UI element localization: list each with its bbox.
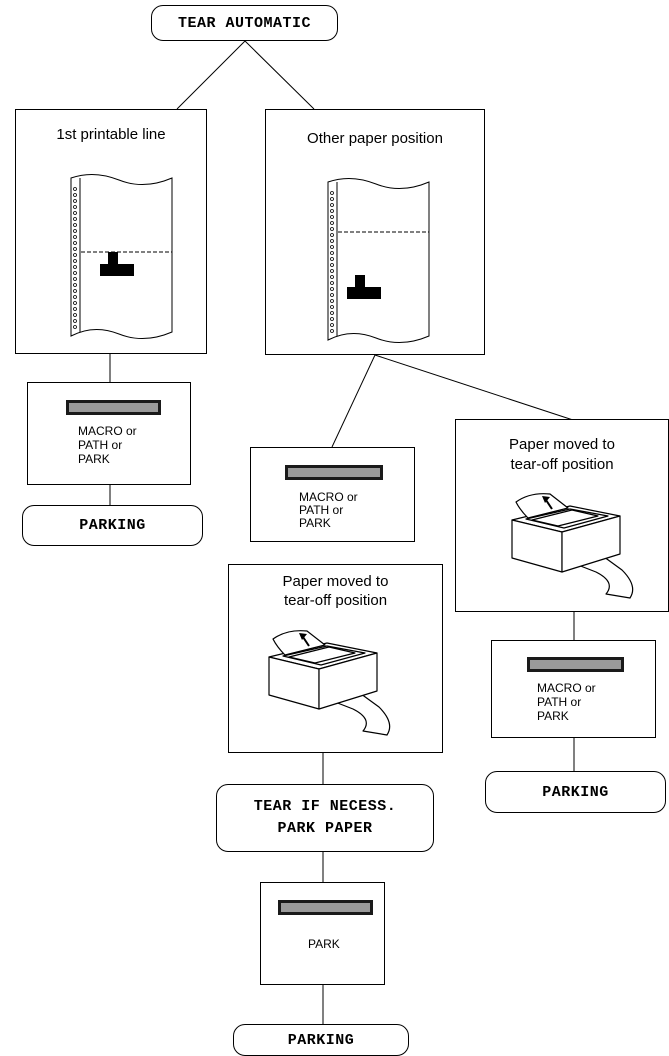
menu-line-1: MACRO or	[537, 681, 596, 695]
menu-line-park: PARK	[308, 937, 340, 951]
arrow-up-icon	[299, 633, 310, 647]
connector-top-right	[244, 40, 315, 110]
menu-line-2: PATH or	[537, 695, 582, 709]
left-parking-label: PARKING	[22, 505, 203, 546]
tear-park-paper-label: TEAR IF NECESS. PARK PAPER	[216, 784, 434, 852]
arrow-up-icon	[542, 496, 553, 510]
panel-button-icon	[527, 657, 624, 672]
panel-heading-line-2: tear-off position	[510, 456, 614, 473]
far-right-menu-panel: MACRO or PATH or PARK	[491, 640, 656, 738]
menu-line-2: PATH or	[78, 438, 123, 452]
park-menu-panel: PARK	[260, 882, 385, 985]
far-right-tear-off-panel: Paper moved to tear-off position	[455, 419, 669, 612]
tear-automatic-label: TEAR AUTOMATIC	[151, 5, 338, 41]
panel-button-icon	[285, 465, 383, 480]
far-right-parking-label: PARKING	[485, 771, 666, 813]
connector-top-left	[176, 40, 246, 110]
panel-heading-line-2: tear-off position	[283, 592, 388, 609]
action-line-2: PARK PAPER	[277, 820, 373, 837]
other-paper-position-panel: Other paper position	[265, 109, 485, 355]
print-head-icon	[347, 275, 381, 299]
middle-parking-label: PARKING	[233, 1024, 409, 1056]
menu-line-3: PARK	[537, 709, 569, 723]
middle-tear-off-panel: Paper moved to tear-off position	[228, 564, 443, 753]
panel-button-icon	[278, 900, 373, 915]
menu-line-3: PARK	[78, 452, 110, 466]
menu-line-1: MACRO or	[299, 490, 358, 504]
paper-sheet-icon	[70, 174, 173, 339]
action-line-1: TEAR IF NECESS.	[253, 798, 397, 815]
menu-line-3: PARK	[299, 516, 331, 530]
panel-heading: 1st printable line	[56, 126, 166, 143]
middle-menu-panel: MACRO or PATH or PARK	[250, 447, 415, 542]
printer-icon	[268, 630, 391, 736]
left-menu-panel: MACRO or PATH or PARK	[27, 382, 191, 485]
menu-line-1: MACRO or	[78, 424, 137, 438]
panel-button-icon	[66, 400, 161, 415]
menu-line-2: PATH or	[299, 503, 344, 517]
panel-heading-line-1: Paper moved to	[509, 436, 615, 453]
print-head-icon	[100, 252, 134, 276]
connector-to-far-right	[374, 354, 574, 421]
paper-sheet-icon	[327, 178, 430, 343]
printer-icon	[511, 493, 634, 599]
first-printable-line-panel: 1st printable line	[15, 109, 207, 354]
panel-heading-line-1: Paper moved to	[282, 573, 389, 590]
panel-heading: Other paper position	[307, 130, 443, 147]
connector-to-middle	[331, 354, 376, 448]
